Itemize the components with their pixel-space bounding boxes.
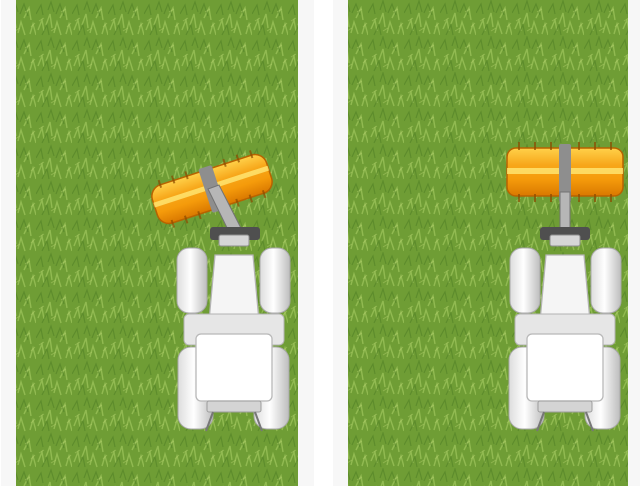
straight-mower-panel — [332, 0, 640, 486]
white-tractor — [177, 248, 290, 431]
rear-hitch — [538, 401, 592, 412]
front-right-wheel — [591, 248, 621, 313]
right-white-edge — [628, 0, 640, 486]
left-white-edge — [1, 0, 16, 486]
front-left-wheel — [177, 248, 207, 313]
front-right-wheel — [260, 248, 290, 313]
angled-mower-panel — [0, 0, 316, 486]
right-white-edge — [298, 0, 314, 486]
panel-divider — [316, 0, 332, 486]
hitch-plate — [550, 235, 580, 246]
straight-mower-scene — [332, 0, 640, 486]
tractor-cab-roof — [527, 334, 603, 401]
tractor-cab-roof — [196, 334, 272, 401]
white-tractor — [509, 248, 621, 431]
hitch-plate — [219, 235, 249, 246]
left-white-edge — [333, 0, 348, 486]
angled-mower-scene — [0, 0, 316, 486]
front-left-wheel — [510, 248, 540, 313]
rear-hitch — [207, 401, 261, 412]
